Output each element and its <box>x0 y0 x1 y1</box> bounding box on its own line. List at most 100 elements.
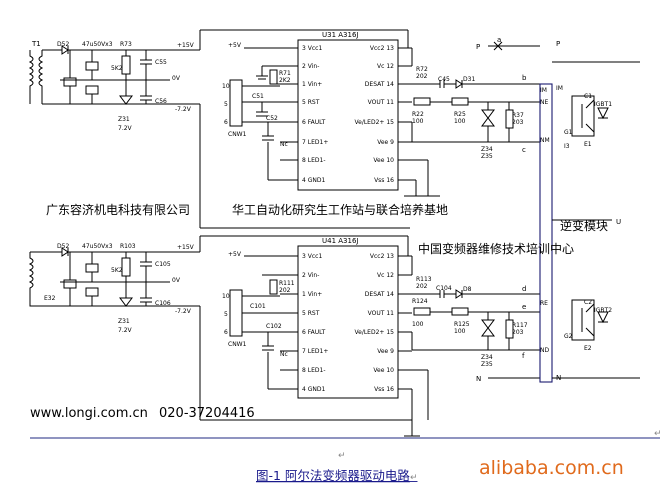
pin-num: 11 <box>386 99 394 106</box>
zener-label: Z31 <box>118 318 130 325</box>
pin-num: 16 <box>386 177 394 184</box>
svg-text:3 Vcc1: 3 Vcc1 <box>302 253 322 260</box>
cap-c45-label: C45 <box>438 76 450 83</box>
module-p-label: P <box>556 40 560 48</box>
svg-text:Vcc2 13: Vcc2 13 <box>370 253 394 260</box>
pin-num: 14 <box>386 291 394 298</box>
resistor-r71-label: R71 <box>279 70 291 77</box>
resistor-value: 5K2 <box>111 267 123 274</box>
inverter-module: P IM 逆变模块 U C1 IGBT1 G1 E1 I3 C2 IGBT2 G… <box>539 40 640 383</box>
pin-num: 10 <box>386 157 394 164</box>
pin-name: Vc <box>377 272 384 279</box>
diode-d31-label: D31 <box>463 76 475 83</box>
svg-text:Ve/LED2+ 15: Ve/LED2+ 15 <box>354 119 394 126</box>
rail-plus5: +5V <box>228 42 242 49</box>
resistor-r72-value: 202 <box>416 73 428 80</box>
connector-pin: 6 <box>224 119 228 126</box>
figure-caption: 图-1 阿尔法变频器驱动电路↵ <box>256 468 417 483</box>
cap-c56-label: C56 <box>155 98 167 105</box>
resistor-r111-value: 202 <box>279 287 291 294</box>
connector-cnw1 <box>229 79 243 127</box>
pin-name: FAULT <box>308 329 326 336</box>
pin-name: Vee <box>377 348 388 355</box>
chip-u31 <box>297 39 399 191</box>
resistor-r71-value: 2K2 <box>279 77 291 84</box>
pin-name: LED1- <box>308 367 326 374</box>
pin-name: LED1- <box>308 157 326 164</box>
svg-text:7 LED1+: 7 LED1+ <box>302 348 328 355</box>
connector-label: CNW1 <box>228 341 247 348</box>
svg-text:1 Vin+: 1 Vin+ <box>302 81 322 88</box>
svg-text:Vee 10: Vee 10 <box>373 367 394 374</box>
node-d: d <box>522 285 526 293</box>
pin-num: 12 <box>386 272 394 279</box>
resistor-label: R73 <box>120 41 132 48</box>
pin-num: 3 <box>302 45 306 52</box>
node-a: a <box>497 36 501 44</box>
pin-num: 2 <box>302 63 306 70</box>
svg-text:Vee 9: Vee 9 <box>377 348 394 355</box>
resistor-r25-label: R25 <box>454 111 466 118</box>
svg-text:DESAT 14: DESAT 14 <box>365 81 394 88</box>
diode-d8-label: D8 <box>463 286 472 293</box>
nc-label: Nc <box>280 141 288 148</box>
pin-num: 12 <box>386 63 394 70</box>
rail-minus72: -7.2V <box>175 106 192 113</box>
resistor-r72-label: R72 <box>416 66 428 73</box>
cap-c51-label: C51 <box>252 93 264 100</box>
igbt1-i3-label: I3 <box>564 143 570 150</box>
diode-label: D52 <box>57 243 69 250</box>
node-e: e <box>522 303 526 311</box>
pin-num: 1 <box>302 81 306 88</box>
cap-c102-label: C102 <box>266 323 282 330</box>
cap-c105-label: C105 <box>155 261 171 268</box>
resistor-value: 5K2 <box>111 65 123 72</box>
svg-text:Vee 9: Vee 9 <box>377 139 394 146</box>
rail-0v: 0V <box>172 277 181 284</box>
pin-name: Vee <box>377 139 388 146</box>
chip-u31-left-pins: 3 Vcc1 2 Vin- 1 Vin+ 5 RST 6 FAULT 7 LED… <box>280 45 328 184</box>
watermark-training: 中国变频器维修技术培训中心 <box>418 241 574 256</box>
diode-label: D52 <box>57 41 69 48</box>
connector-pin: 5 <box>224 101 228 108</box>
svg-text:VOUT 11: VOUT 11 <box>368 99 395 106</box>
cap-c101-label: C101 <box>250 303 266 310</box>
chip-u41-label: U41 A316J <box>322 237 358 245</box>
pin-name: Vee <box>373 367 384 374</box>
chip-u31-label: U31 A316J <box>322 31 358 39</box>
node-label: RE <box>540 300 548 307</box>
pin-name: RST <box>308 99 320 106</box>
pin-num: 8 <box>302 367 306 374</box>
pin-name: Ve/LED2+ <box>354 329 384 336</box>
pin-name: Vin+ <box>308 81 322 88</box>
resistor-r37-value: 203 <box>512 119 524 126</box>
zener-pair <box>481 109 495 127</box>
svg-text:8 LED1-: 8 LED1- <box>302 157 326 164</box>
svg-text:Ve/LED2+ 15: Ve/LED2+ 15 <box>354 329 394 336</box>
igbt2-e-label: E2 <box>584 345 592 352</box>
resistor-r125-label: R125 <box>454 321 470 328</box>
igbt1-label: IGBT1 <box>594 101 612 108</box>
figure-caption-text: 图-1 阿尔法变频器驱动电路 <box>256 468 410 483</box>
resistor-r25-value: 100 <box>454 118 466 125</box>
cap-c55-label: C55 <box>155 59 167 66</box>
igbt1-diode <box>597 107 609 120</box>
node-label: NE <box>540 99 548 106</box>
return-mark: ↵ <box>654 429 662 439</box>
zener-value: 7.2V <box>118 125 133 132</box>
resistor-r117-label: R117 <box>512 322 528 329</box>
pin-name: Vss <box>374 177 384 184</box>
rail-0v: 0V <box>172 75 181 82</box>
igbt2-symbol <box>571 299 595 341</box>
pin-num: 14 <box>386 81 394 88</box>
pin-num: 9 <box>390 139 394 146</box>
connector-pin: 6 <box>224 329 228 336</box>
caption-return-mark: ↵ <box>410 473 418 483</box>
resistor-r71 <box>269 69 278 85</box>
pin-num: 10 <box>386 367 394 374</box>
resistor-r22-label: R22 <box>412 111 424 118</box>
pin-name: RST <box>308 310 320 317</box>
pin-num: 4 <box>302 386 306 393</box>
module-title: 逆变模块 <box>560 218 608 233</box>
